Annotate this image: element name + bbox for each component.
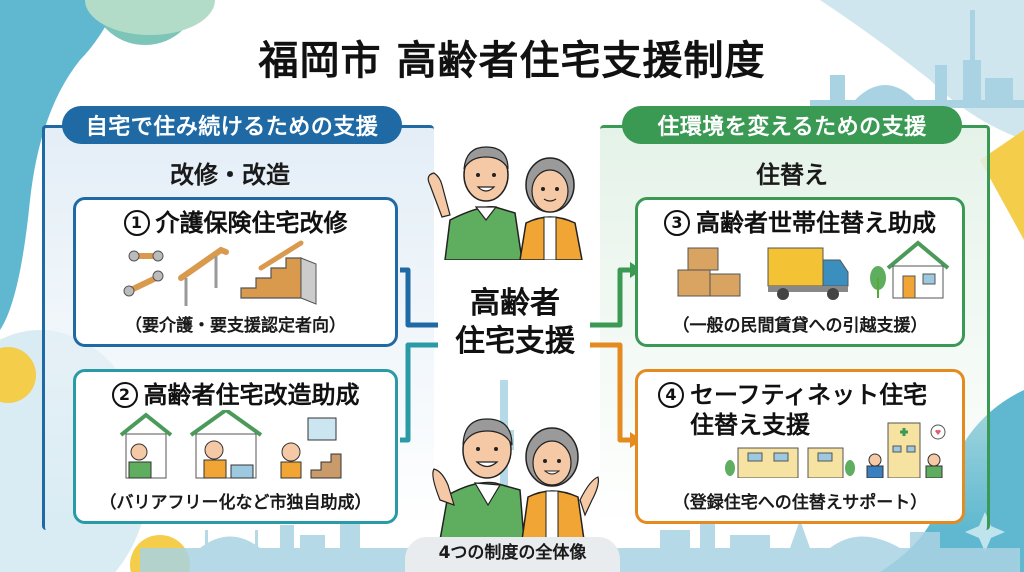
program-number-3: 3 <box>664 210 690 236</box>
elderly-couple-illustration-top <box>427 146 583 260</box>
program-title-1: 1 介護保険住宅改修 <box>123 208 348 238</box>
program-icons-1 <box>76 238 395 311</box>
program-card-4[interactable]: 4 セーフティネット住宅 住替え支援 <box>635 369 965 524</box>
elderly-man-house-icon <box>119 412 173 479</box>
program-number-2: 2 <box>111 382 138 408</box>
program-note-1: （要介護・要支援認定者向） <box>125 316 346 336</box>
program-icons-3 <box>638 238 962 311</box>
program-title-2-text: 高齢者住宅改造助成 <box>143 381 360 409</box>
program-number-4: 4 <box>658 382 684 408</box>
truck-icon <box>767 247 849 300</box>
program-note-3: （一般の民間賃貸への引越支援） <box>672 316 928 336</box>
program-card-1[interactable]: 1 介護保険住宅改修 （要介護・要支援認定者向） <box>73 197 398 347</box>
center-label: 高齢者 住宅支援 <box>440 285 590 361</box>
program-number-1: 1 <box>123 210 150 236</box>
program-title-1-text: 介護保険住宅改修 <box>155 209 348 237</box>
boxes-icon <box>677 247 741 297</box>
program-title-4-line1: セーフティネット住宅 <box>690 381 928 409</box>
program-title-2: 2 高齢者住宅改造助成 <box>111 380 360 410</box>
program-note-4: （登録住宅への住替えサポート） <box>672 493 928 513</box>
program-card-3[interactable]: 3 高齢者世帯住替え助成 （一般 <box>635 197 965 347</box>
program-title-4-line2: 住替え支援 <box>690 411 810 439</box>
program-title-3-text: 高齢者世帯住替え助成 <box>696 209 936 237</box>
program-card-2[interactable]: 2 高齢者住宅改造助成 （バリア <box>73 369 398 524</box>
category-subheading-renovation: 改修・改造 <box>170 161 290 189</box>
staircase-icon <box>240 240 317 305</box>
program-icons-4 <box>638 422 962 488</box>
page-title: 福岡市 高齢者住宅支援制度 <box>258 38 766 84</box>
apartments-icon <box>725 447 855 478</box>
program-icons-2 <box>76 410 395 488</box>
footer-label: 4つの制度の全体像 <box>405 537 620 572</box>
elderly-woman-stairs-icon <box>280 417 342 479</box>
category-pill-stay-home: 自宅で住み続けるための支援 <box>62 106 402 144</box>
support-building-icon <box>866 422 946 478</box>
center-label-line1: 高齢者 <box>470 286 560 321</box>
house-icon <box>870 240 950 299</box>
program-title-3: 3 高齢者世帯住替え助成 <box>664 208 936 238</box>
category-pill-relocation: 住環境を変えるための支援 <box>622 106 962 144</box>
program-note-2: （バリアフリー化など市独自助成） <box>99 493 372 513</box>
center-label-line2: 住宅支援 <box>455 324 575 359</box>
stair-handrail-icon <box>178 246 229 306</box>
handrail-icon <box>123 250 164 297</box>
category-subheading-relocation: 住替え <box>756 161 828 189</box>
program-title-4: 4 セーフティネット住宅 住替え支援 <box>658 380 927 440</box>
elderly-couple-illustration-bottom <box>432 418 599 540</box>
elderly-woman-kitchen-icon <box>189 410 263 479</box>
